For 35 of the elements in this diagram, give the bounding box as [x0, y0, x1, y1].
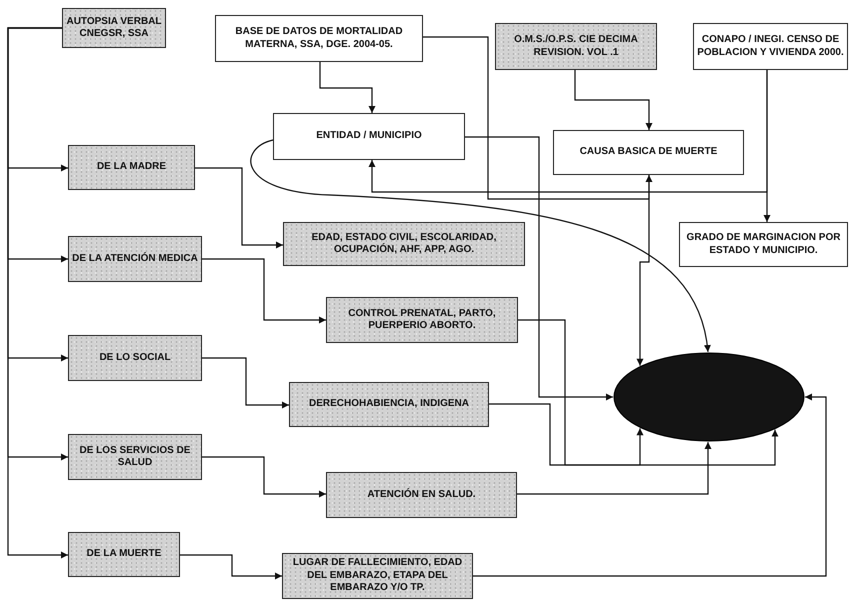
arrow — [250, 139, 710, 352]
arrow — [517, 442, 712, 495]
arrow — [319, 62, 376, 113]
process-box: LUGAR DE FALLECIMIENTO, EDAD DEL EMBARAZO, ETAPA DEL EMBARAZO Y/O TP. — [282, 553, 473, 599]
process-box: AUTOPSIA VERBAL CNEGSR, SSA — [62, 8, 166, 48]
arrow — [7, 27, 68, 558]
arrow — [180, 554, 282, 580]
process-box: CAUSA BASICA DE MUERTE — [553, 130, 744, 175]
process-box: CONAPO / INEGI. CENSO DE POBLACION Y VIVIENDA 2000. — [693, 23, 848, 70]
process-box: DERECHOHABIENCIA, INDIGENA — [289, 382, 489, 427]
process-box: BASE DE DATOS DE MORTALIDAD MATERNA, SSA, DGE. 2004-05. — [215, 15, 423, 62]
process-box: DE LA MADRE — [68, 145, 195, 190]
arrow — [574, 70, 652, 130]
arrow — [202, 456, 326, 498]
arrow — [764, 70, 770, 222]
arrow — [423, 36, 652, 200]
arrow — [465, 136, 613, 400]
arrow — [636, 175, 650, 366]
arrow — [202, 357, 289, 408]
process-box: CONTROL PRENATAL, PARTO, PUERPERIO ABORTO. — [326, 297, 518, 343]
ellipse-node — [613, 352, 805, 442]
arrow — [473, 394, 827, 577]
arrow — [518, 319, 644, 466]
arrow — [489, 403, 778, 466]
process-box: ATENCIÓN EN SALUD. — [326, 472, 517, 518]
process-box: GRADO DE MARGINACION POR ESTADO Y MUNICIPIO. — [679, 222, 848, 267]
process-box: DE LO SOCIAL — [68, 335, 202, 381]
process-box: DE LA ATENCIÓN MEDICA — [68, 236, 202, 282]
arrow — [195, 167, 283, 248]
process-box: O.M.S./O.P.S. CIE DECIMA REVISION. VOL .1 — [495, 23, 657, 70]
process-box: DE LOS SERVICIOS DE SALUD — [68, 434, 202, 480]
process-box: EDAD, ESTADO CIVIL, ESCOLARIDAD, OCUPACIÓN, AHF, APP, AGO. — [283, 222, 525, 266]
process-box: ENTIDAD / MUNICIPIO — [273, 113, 465, 160]
process-box: DE LA MUERTE — [68, 532, 180, 577]
arrow — [202, 258, 326, 324]
